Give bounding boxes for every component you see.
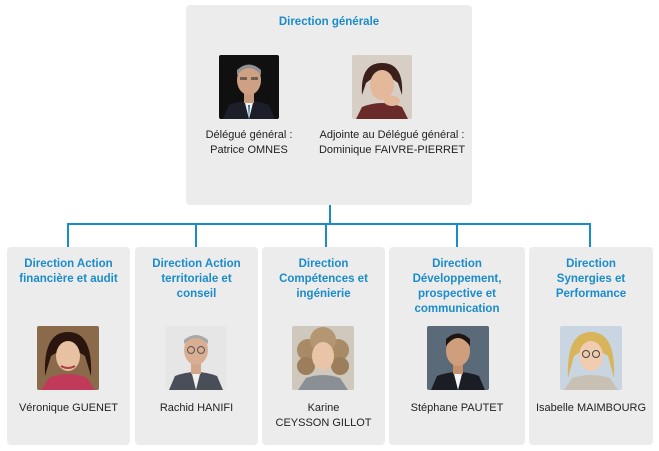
portrait-man-suit-icon (219, 55, 279, 119)
direction-3-title-line-1: Direction (298, 258, 349, 270)
direction-3-name-line-1: Karine (307, 402, 340, 414)
direction-1-name: Véronique GUENET (18, 402, 119, 414)
delegue-general-label: Délégué général : (205, 129, 293, 141)
adjointe-label: Adjointe au Délégué général : (319, 129, 465, 141)
direction-4-title-line-1: Direction (432, 258, 482, 270)
direction-2-title-line-3: conseil (176, 288, 217, 300)
connector-drop-3 (325, 223, 327, 248)
connector-horizontal (67, 223, 591, 225)
adjointe-name: Dominique FAIVRE-PIERRET (318, 144, 466, 156)
direction-2-title-line-1: Direction Action (152, 258, 241, 270)
direction-generale-title: Direction générale (278, 16, 380, 28)
connector-drop-2 (195, 223, 197, 248)
direction-5-title-line-1: Direction (566, 258, 616, 270)
direction-5-title-line-2: Synergies et (556, 273, 626, 285)
direction-3-name-line-2: CEYSSON GILLOT (275, 417, 372, 429)
photo-isabelle-maimbourg (560, 326, 622, 390)
connector-drop-5 (589, 223, 591, 248)
direction-3-title-line-2: Compétences et (279, 273, 368, 285)
direction-2-name: Rachid HANIFI (159, 402, 234, 414)
portrait-woman-blonde-glasses-icon (560, 326, 622, 390)
direction-4-title-line-3: prospective et (418, 288, 496, 300)
photo-karine-ceysson-gillot (292, 326, 354, 390)
portrait-woman-curly-hair-icon (292, 326, 354, 390)
portrait-woman-dark-hair-icon (352, 55, 412, 119)
photo-dominique-faivre-pierret (352, 55, 412, 119)
portrait-man-suit-icon (427, 326, 489, 390)
photo-patrice-omnes (219, 55, 279, 119)
direction-5-title-line-3: Performance (555, 288, 627, 300)
direction-generale-box: Direction générale Délégué général : Pat… (186, 5, 472, 205)
direction-competences-box: Direction Compétences et ingénierie Kari… (262, 247, 385, 445)
photo-stephane-pautet (427, 326, 489, 390)
portrait-man-glasses-icon (165, 326, 227, 390)
connector-drop-1 (67, 223, 69, 248)
connector-trunk (329, 205, 331, 224)
photo-rachid-hanifi (165, 326, 227, 390)
portrait-woman-dark-hair-icon (37, 326, 99, 390)
delegue-general-name: Patrice OMNES (210, 144, 288, 156)
direction-4-title-line-2: Développement, (412, 273, 502, 285)
direction-1-title-line-1: Direction Action (24, 258, 113, 270)
direction-3-title-line-3: ingénierie (296, 288, 351, 300)
direction-synergies-box: Direction Synergies et Performance Isabe… (529, 247, 653, 445)
direction-1-title-line-2: financière et audit (19, 273, 118, 285)
direction-developpement-box: Direction Développement, prospective et … (389, 247, 525, 445)
direction-4-name: Stéphane PAUTET (410, 402, 504, 414)
connector-drop-4 (456, 223, 458, 248)
direction-4-title-line-4: communication (414, 303, 500, 315)
direction-5-name: Isabelle MAIMBOURG (535, 402, 647, 414)
direction-2-title-line-2: territoriale et (161, 273, 232, 285)
photo-veronique-guenet (37, 326, 99, 390)
direction-action-financiere-box: Direction Action financière et audit Vér… (7, 247, 130, 445)
direction-action-territoriale-box: Direction Action territoriale et conseil… (135, 247, 258, 445)
